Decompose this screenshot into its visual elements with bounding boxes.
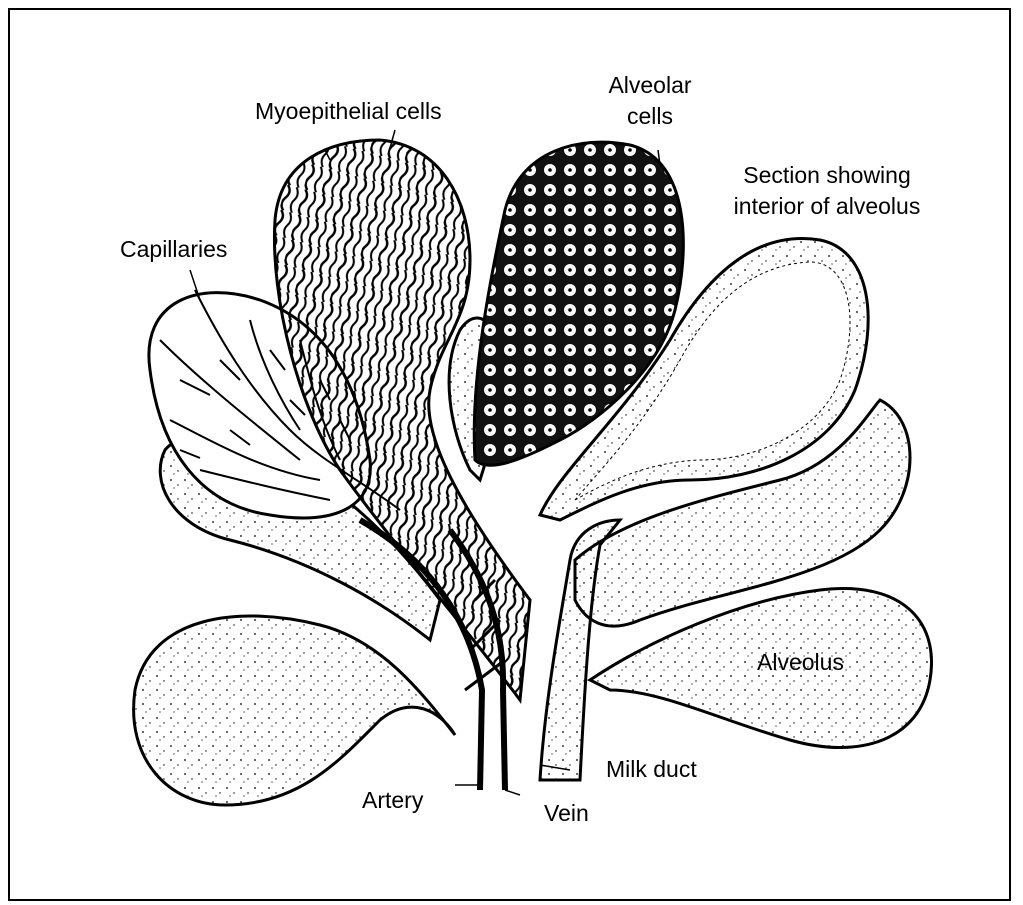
label-vein: Vein — [544, 798, 589, 829]
label-alveolar-line1: Alveolar — [590, 70, 710, 101]
label-alveolus: Alveolus — [757, 647, 844, 678]
label-alveolar-line2: cells — [590, 101, 710, 132]
label-myoepithelial-cells: Myoepithelial cells — [255, 96, 442, 127]
label-alveolar-cells: Alveolar cells — [590, 70, 710, 132]
label-section-line1: Section showing — [712, 160, 942, 191]
alveolus-lobe-bottom-left — [134, 616, 455, 805]
label-section-interior: Section showing interior of alveolus — [712, 160, 942, 222]
label-milk-duct: Milk duct — [606, 754, 697, 785]
label-capillaries: Capillaries — [120, 234, 227, 265]
label-artery: Artery — [362, 785, 423, 816]
label-section-line2: interior of alveolus — [712, 191, 942, 222]
